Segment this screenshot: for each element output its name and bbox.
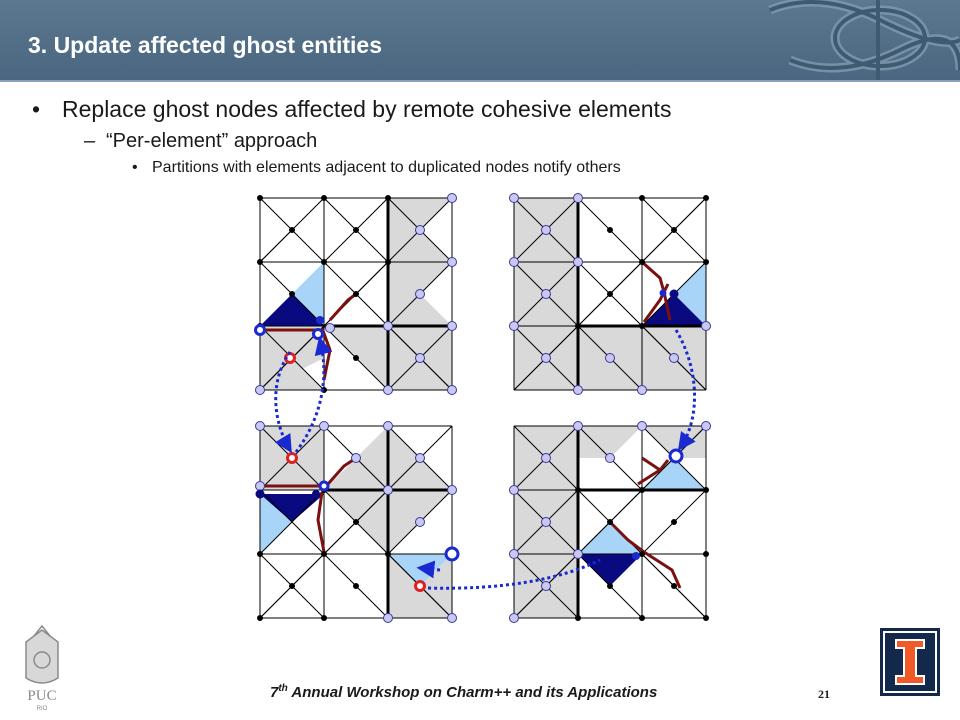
puc-caption: PUC bbox=[27, 688, 56, 704]
footer-title: Annual Workshop on Charm++ and its Appli… bbox=[287, 684, 658, 701]
slide-title: 3. Update affected ghost entities bbox=[28, 32, 383, 58]
bullet-marker: • bbox=[132, 159, 138, 176]
bullet-level-3: • Partitions with elements adjacent to d… bbox=[132, 159, 621, 177]
illinois-logo-icon bbox=[880, 628, 940, 696]
bullet-marker: – bbox=[84, 130, 96, 152]
partition-top-left bbox=[254, 193, 457, 395]
bullet-level-2: – “Per-element” approach bbox=[84, 130, 318, 153]
partition-bottom-left bbox=[255, 421, 460, 623]
bullet-text: Replace ghost nodes affected by remote c… bbox=[62, 96, 672, 122]
notification-arrows bbox=[274, 329, 696, 590]
footer-ordinal: 7 bbox=[270, 684, 279, 701]
bullet-level-1: • Replace ghost nodes affected by remote… bbox=[32, 96, 672, 123]
footer: 7th Annual Workshop on Charm++ and its A… bbox=[0, 680, 960, 720]
header-logo-icon bbox=[768, 0, 960, 80]
rio-caption: RIO bbox=[37, 706, 48, 712]
title-bar: 3. Update affected ghost entities bbox=[0, 0, 960, 82]
bullet-text: “Per-element” approach bbox=[106, 130, 318, 152]
bullet-text: Partitions with elements adjacent to dup… bbox=[152, 159, 621, 176]
footer-text: 7th Annual Workshop on Charm++ and its A… bbox=[270, 683, 657, 701]
partition-top-right bbox=[509, 193, 711, 395]
slide-number: 21 bbox=[818, 687, 830, 701]
footer-ordinal-suffix: th bbox=[278, 683, 288, 694]
partition-bottom-right bbox=[509, 421, 711, 623]
bullet-marker: • bbox=[32, 96, 41, 122]
puc-rio-logo: PUC RIO bbox=[25, 624, 59, 712]
